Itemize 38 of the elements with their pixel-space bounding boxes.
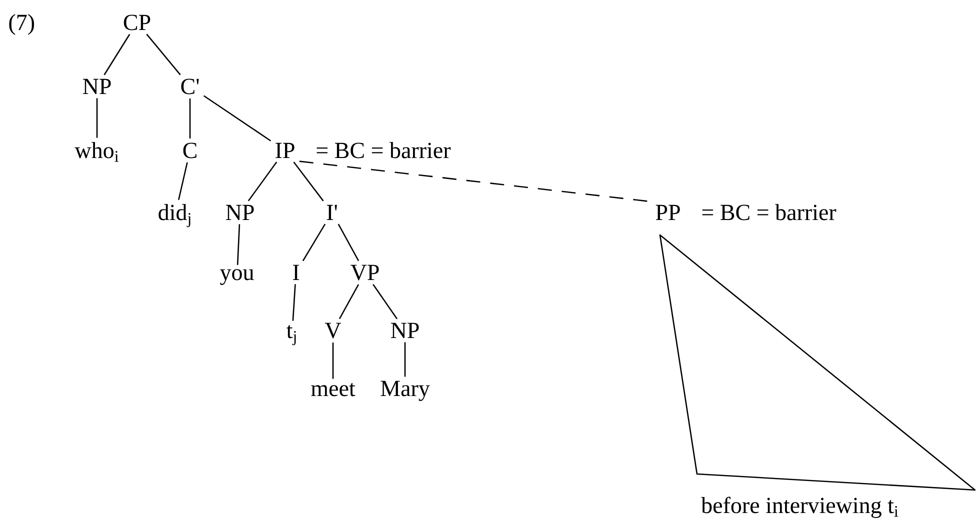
node-label: NP xyxy=(226,204,254,220)
node-label: VP xyxy=(350,264,379,280)
node-label: C' xyxy=(181,78,199,94)
tree-branch xyxy=(302,224,326,262)
node-label: I xyxy=(293,264,300,280)
node-label: Mary xyxy=(380,380,430,401)
tree-branch xyxy=(146,34,181,76)
tree-branch xyxy=(404,342,406,377)
tree-branch xyxy=(248,162,278,202)
tree-branch xyxy=(293,162,324,202)
node-label: CP xyxy=(124,14,150,30)
node-label: who$_{i}$ xyxy=(74,142,118,162)
node-label: C xyxy=(183,142,196,158)
node-label: NP xyxy=(390,322,419,338)
tree-branch xyxy=(332,342,334,379)
tree-branch xyxy=(104,34,130,76)
node-label: t$_{j}$ xyxy=(286,325,296,346)
tree-branch xyxy=(338,284,360,320)
example-number: (7) xyxy=(9,14,34,35)
node-label: PP xyxy=(656,204,680,220)
tree-branch xyxy=(236,224,240,265)
tree-branch xyxy=(189,98,191,139)
tree-branch xyxy=(178,162,188,200)
node-label: meet xyxy=(311,383,356,396)
tree-branch xyxy=(292,284,296,321)
node-label: you xyxy=(220,269,254,285)
tree-branch xyxy=(203,95,272,142)
tree-branch xyxy=(338,224,360,262)
node-label: I' xyxy=(326,204,337,220)
tree-branch xyxy=(96,98,98,138)
node-note: = BC = barrier xyxy=(702,204,836,220)
node-label: V xyxy=(324,322,342,338)
tree-branch xyxy=(372,284,398,320)
node-note: = BC = barrier xyxy=(316,142,451,158)
node-label: NP xyxy=(82,78,111,94)
node-label: before interviewing t$_{i}$ xyxy=(701,496,898,518)
node-label: did$_{j}$ xyxy=(158,204,190,228)
node-label: IP xyxy=(276,142,294,158)
